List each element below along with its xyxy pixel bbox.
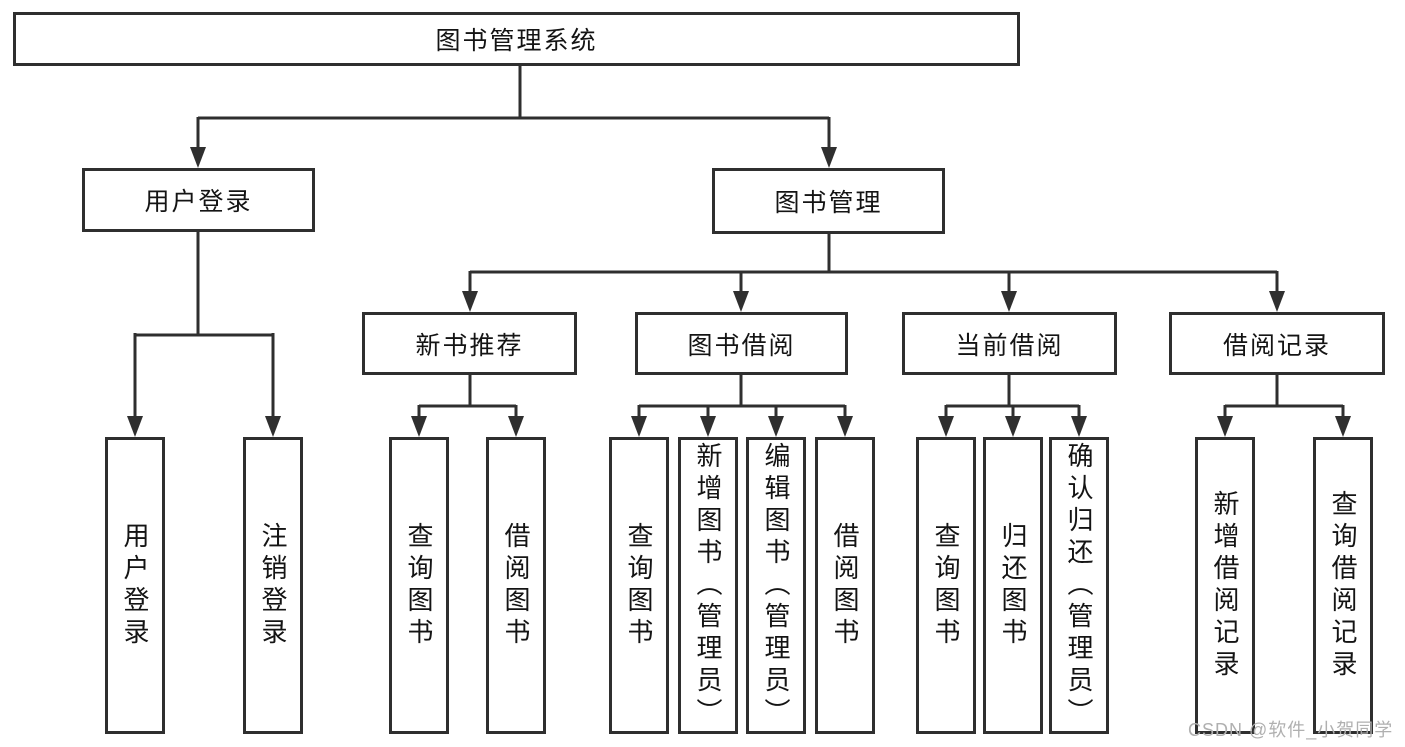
leaf-return-books: 归还图书	[983, 437, 1043, 734]
leaf-label: 查询图书	[931, 521, 961, 650]
leaf-borrow-books-borrowing: 借阅图书	[815, 437, 875, 734]
node-user-login: 用户登录	[82, 168, 315, 232]
leaf-borrow-books-newbook: 借阅图书	[486, 437, 546, 734]
watermark: CSDN @软件_小贺同学	[1188, 720, 1394, 740]
leaf-user-login: 用户登录	[105, 437, 165, 734]
node-book-borrowing: 图书借阅	[635, 312, 848, 375]
leaf-add-borrow-record: 新增借阅记录	[1195, 437, 1255, 734]
arrowheads	[127, 147, 1351, 437]
leaf-label: 借阅图书	[830, 521, 860, 650]
node-book-management: 图书管理	[712, 168, 945, 234]
leaf-confirm-return-admin: 确认归还（管理员）	[1049, 437, 1109, 734]
leaf-label: 用户登录	[120, 521, 150, 650]
leaf-query-books-newbook: 查询图书	[389, 437, 449, 734]
leaf-label: 编辑图书（管理员）	[761, 441, 791, 730]
leaf-label: 借阅图书	[501, 521, 531, 650]
leaf-label: 新增借阅记录	[1210, 489, 1240, 682]
leaf-label: 归还图书	[998, 521, 1028, 650]
leaf-query-books-borrowing: 查询图书	[609, 437, 669, 734]
leaf-query-books-current: 查询图书	[916, 437, 976, 734]
leaf-label: 新增图书（管理员）	[693, 441, 723, 730]
leaf-logout: 注销登录	[243, 437, 303, 734]
leaf-label: 注销登录	[258, 521, 288, 650]
node-library-management-system: 图书管理系统	[13, 12, 1020, 66]
node-borrowing-records: 借阅记录	[1169, 312, 1385, 375]
node-new-book-recommendation: 新书推荐	[362, 312, 577, 375]
leaf-label: 确认归还（管理员）	[1064, 441, 1094, 730]
leaf-query-borrow-record: 查询借阅记录	[1313, 437, 1373, 734]
leaf-edit-book-admin: 编辑图书（管理员）	[746, 437, 806, 734]
node-current-borrowing: 当前借阅	[902, 312, 1117, 375]
leaf-add-book-admin: 新增图书（管理员）	[678, 437, 738, 734]
leaf-label: 查询借阅记录	[1328, 489, 1358, 682]
leaf-label: 查询图书	[624, 521, 654, 650]
leaf-label: 查询图书	[404, 521, 434, 650]
